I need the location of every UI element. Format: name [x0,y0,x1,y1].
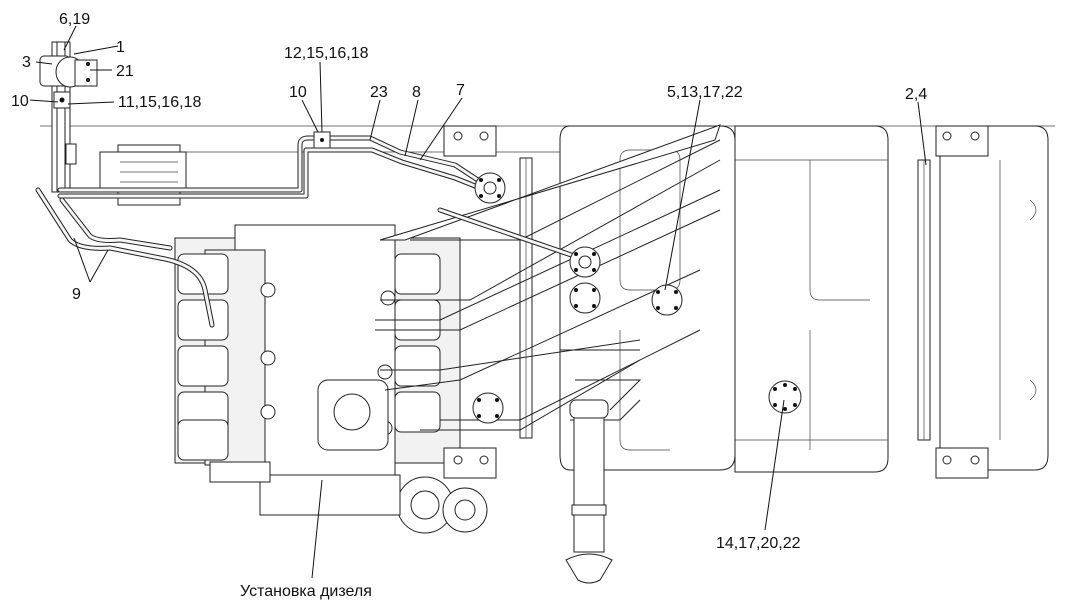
fitting-lower-left [472,392,504,424]
callout-21: 21 [116,63,134,80]
fitting-center [569,246,601,278]
callout-11-15-16-18: 11,15,16,18 [118,94,201,111]
fitting-mid-left [569,282,601,314]
engine-installation-label: Установка дизеля [240,583,372,600]
callout-7: 7 [456,82,465,99]
tank-fittings [472,172,802,424]
callout-labels: 6,19 1 3 21 10 11,15,16,18 12,15,16,18 1… [11,11,927,600]
callout-5-13-17-22: 5,13,17,22 [667,84,743,101]
tank-straps [519,157,931,441]
oil-filters [396,476,488,534]
callout-10-left: 10 [11,93,29,110]
callout-6-19: 6,19 [59,11,90,28]
filter-bracket-assembly [39,41,98,193]
diesel-engine [174,224,488,534]
fitting-upper [474,172,506,204]
fitting-mid-right [651,284,683,316]
frame-rails [40,125,1055,153]
fuel-tank-right [939,125,1049,471]
callout-14-17-20-22: 14,17,20,22 [716,535,801,552]
tank-mount-brackets [443,125,989,479]
filler-neck [565,399,613,584]
fuel-tank-middle [734,125,889,473]
section-cut-planes [375,124,721,431]
callout-3: 3 [22,54,31,71]
callout-23: 23 [370,84,388,101]
callout-8: 8 [412,84,421,101]
callout-1: 1 [116,39,125,56]
cylinder-heads [177,253,229,461]
callout-9: 9 [72,286,81,303]
leader-lines [29,25,927,579]
pipe-clamp [313,131,331,149]
fitting-sender [768,380,802,414]
callout-10-pipe: 10 [289,84,307,101]
fuel-tank-left [559,125,736,471]
callout-12-15-16-18: 12,15,16,18 [284,45,369,62]
callout-2-4: 2,4 [905,86,927,103]
